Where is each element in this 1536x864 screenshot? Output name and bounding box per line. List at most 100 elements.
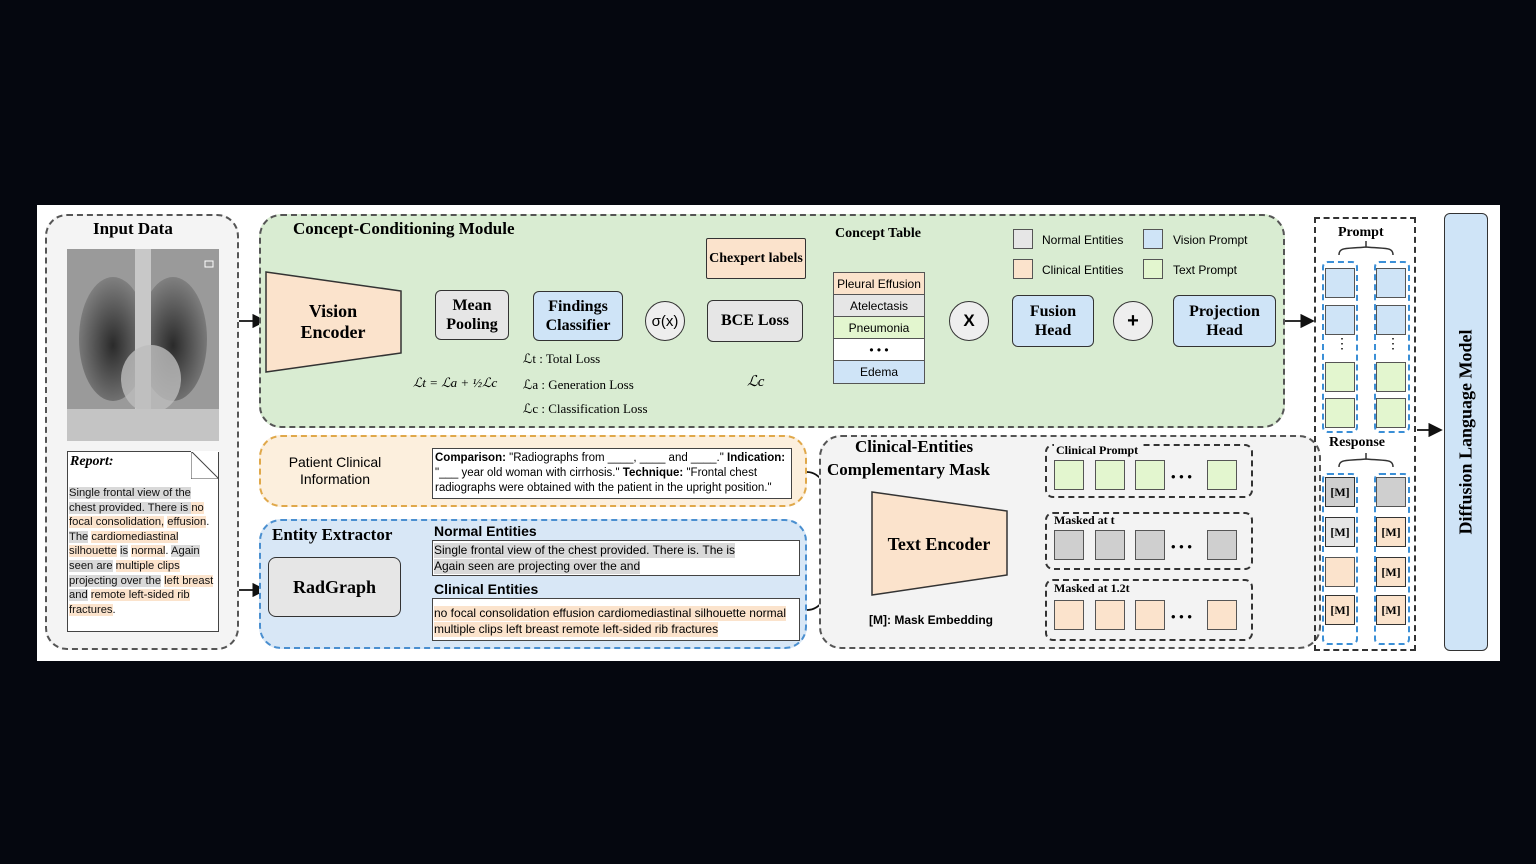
lc-output-label: ℒc — [747, 374, 765, 390]
token-square — [1207, 530, 1237, 560]
vision-prompt-token — [1376, 305, 1406, 335]
fusion-head-box: Fusion Head — [1012, 295, 1094, 347]
diffusion-language-model-label: Diffusion Language Model — [1455, 329, 1476, 535]
response-label: Response — [1329, 435, 1386, 450]
mask-token: [M] — [1376, 557, 1406, 587]
report-segment: multiple clips — [115, 559, 180, 572]
report-segment: projecting over the — [69, 574, 162, 587]
mask-token: [M] — [1325, 517, 1355, 547]
vdots: ⋮ — [1335, 335, 1349, 351]
ellipsis: • • • — [1171, 539, 1192, 554]
loss-equation: ℒt = ℒa + ½ℒc — [413, 375, 498, 390]
entity-extractor-title: Entity Extractor — [272, 525, 393, 544]
plus-node: + — [1113, 301, 1153, 341]
token-square — [1135, 460, 1165, 490]
findings-classifier-box: Findings Classifier — [533, 291, 623, 341]
prompt-column — [1322, 261, 1358, 433]
bce-loss-box: BCE Loss — [707, 300, 803, 342]
report-segment: left breast — [164, 574, 214, 587]
token-square — [1054, 530, 1084, 560]
prompt-column — [1374, 261, 1410, 433]
concept-row: Edema — [834, 361, 924, 383]
vision-prompt-token — [1325, 305, 1355, 335]
report-document: Report: Single frontal view of the chest… — [67, 451, 219, 632]
legend: Normal Entities Vision Prompt Clinical E… — [1013, 229, 1265, 283]
normal-entities-line: Single frontal view of the chest provide… — [434, 543, 736, 558]
text-prompt-token — [1376, 362, 1406, 392]
loss-def-classification: ℒc : Classification Loss — [523, 401, 648, 416]
token-square — [1095, 460, 1125, 490]
chexpert-labels-box: Chexpert labels — [706, 238, 806, 279]
normal-entities-box: Single frontal view of the chest provide… — [432, 540, 800, 576]
text-encoder: Text Encoder — [887, 534, 991, 554]
legend-label: Clinical Entities — [1042, 263, 1124, 277]
prompt-label: Prompt — [1338, 225, 1384, 240]
token-square — [1207, 600, 1237, 630]
masked-12t-label: Masked at 1.2t — [1054, 581, 1130, 595]
patient-info-part: Comparison: — [435, 452, 506, 464]
clinical-entities-line: no focal consolidation effusion cardiome… — [434, 606, 786, 621]
legend-swatch-clinical — [1013, 259, 1033, 279]
masked-t-group — [1045, 512, 1253, 570]
legend-label: Normal Entities — [1042, 233, 1124, 247]
report-label: Report: — [70, 454, 114, 469]
patient-info-part: "___ year old woman with cirrhosis." — [435, 467, 623, 479]
loss-def-generation: ℒa : Generation Loss — [523, 377, 634, 392]
report-segment: effusion — [167, 516, 207, 529]
clinical-entities-title: Clinical Entities — [434, 581, 539, 597]
legend-label: Vision Prompt — [1173, 233, 1248, 247]
patient-info-part: "Frontal chest radiographs were obtained… — [435, 467, 772, 494]
mask-token: [M] — [1376, 595, 1406, 625]
vision-prompt-token — [1325, 268, 1355, 298]
patient-info-text: Comparison: "Radiographs from ____, ____… — [432, 448, 792, 499]
mask-token: [M] — [1325, 595, 1355, 625]
report-segment: and — [69, 589, 88, 602]
report-segment: The — [69, 530, 89, 543]
mask-token: [M] — [1376, 517, 1406, 547]
vision-prompt-token — [1376, 268, 1406, 298]
legend-swatch-text — [1143, 259, 1163, 279]
legend-label: Text Prompt — [1173, 263, 1238, 277]
normal-entities-line: Again seen are projecting over the and — [434, 559, 641, 574]
legend-swatch-normal — [1013, 229, 1033, 249]
report-segment: . — [112, 603, 116, 616]
patient-info-part: "Radiographs from ____, ____ and ____." — [505, 452, 727, 464]
response-token — [1376, 477, 1406, 507]
concept-table: Pleural Effusion Atelectasis Pneumonia •… — [833, 272, 925, 384]
vision-encoder-shape — [265, 271, 402, 373]
token-square — [1054, 600, 1084, 630]
text-prompt-token — [1325, 398, 1355, 428]
concept-row: • • • — [834, 339, 924, 361]
diffusion-language-model-box: Diffusion Language Model — [1444, 213, 1488, 651]
chest-xray-image — [67, 249, 219, 441]
token-square — [1095, 530, 1125, 560]
mask-embedding-note: [M]: Mask Embedding — [869, 613, 994, 627]
ccm-title: Concept-Conditioning Module — [293, 219, 515, 238]
report-text: Single frontal view of the chest provide… — [69, 486, 217, 617]
report-segment: normal — [131, 545, 166, 558]
normal-entities-title: Normal Entities — [434, 523, 537, 539]
token-square — [1095, 600, 1125, 630]
input-data-title: Input Data — [93, 219, 173, 238]
token-square — [1207, 460, 1237, 490]
masked-t-label: Masked at t — [1054, 513, 1115, 527]
response-token — [1325, 557, 1355, 587]
mean-pooling-box: Mean Pooling — [435, 290, 509, 340]
patient-info-part: Indication: — [727, 452, 786, 464]
prompt-brace — [1338, 241, 1394, 256]
clinical-entities-box: no focal consolidation effusion cardiome… — [432, 598, 800, 641]
report-segment: . — [165, 545, 172, 558]
prompt-response-panel — [1314, 217, 1416, 651]
patient-info-title: Patient Clinical Information — [288, 454, 382, 487]
projection-head-box: Projection Head — [1173, 295, 1276, 347]
clinical-entities-line: multiple clips left breast remote left-s… — [434, 622, 719, 637]
ellipsis: • • • — [1171, 469, 1192, 484]
clinical-prompt-label: Clinical Prompt — [1054, 443, 1141, 458]
clinical-prompt-group — [1045, 444, 1253, 498]
token-square — [1054, 460, 1084, 490]
legend-swatch-vision — [1143, 229, 1163, 249]
xray-shapes — [67, 249, 219, 441]
text-encoder-shape — [871, 491, 1008, 596]
concept-row: Pneumonia — [834, 317, 924, 339]
report-segment: There is — [144, 501, 192, 514]
